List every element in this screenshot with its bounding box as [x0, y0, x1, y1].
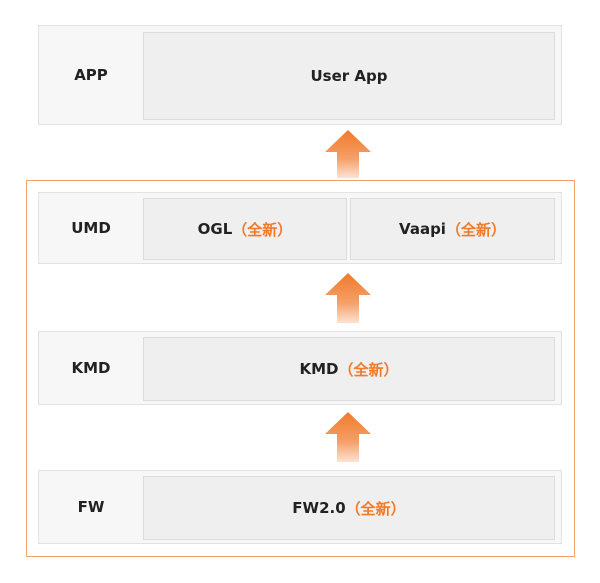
layer-app: APP User App	[38, 25, 562, 125]
cell-ogl-tag: （全新）	[232, 220, 293, 239]
layer-app-label: APP	[74, 66, 108, 84]
up-arrow-icon	[325, 130, 371, 178]
cell-kmd-tag: （全新）	[338, 360, 399, 379]
layer-kmd: KMD KMD（全新）	[38, 331, 562, 405]
layer-fw-label: FW	[77, 498, 105, 516]
cell-vaapi-tag: （全新）	[445, 220, 506, 239]
cell-fw: FW2.0（全新）	[143, 476, 555, 540]
cell-fw-tag: （全新）	[345, 499, 406, 518]
cell-ogl: OGL（全新）	[143, 198, 347, 260]
new-stack-frame	[26, 180, 575, 557]
cell-vaapi-text: Vaapi	[399, 220, 446, 238]
layer-umd-label: UMD	[71, 219, 111, 237]
cell-user-app-text: User App	[310, 67, 388, 85]
up-arrow-icon	[325, 412, 371, 462]
layer-umd: UMD OGL（全新） Vaapi（全新）	[38, 192, 562, 264]
cell-vaapi: Vaapi（全新）	[350, 198, 555, 260]
cell-kmd-text: KMD	[299, 360, 339, 378]
up-arrow-icon	[325, 273, 371, 323]
layer-fw: FW FW2.0（全新）	[38, 470, 562, 544]
cell-user-app: User App	[143, 32, 555, 120]
layer-kmd-label: KMD	[71, 359, 111, 377]
cell-kmd: KMD（全新）	[143, 337, 555, 401]
cell-fw-text: FW2.0	[292, 499, 346, 517]
cell-ogl-text: OGL	[197, 220, 233, 238]
